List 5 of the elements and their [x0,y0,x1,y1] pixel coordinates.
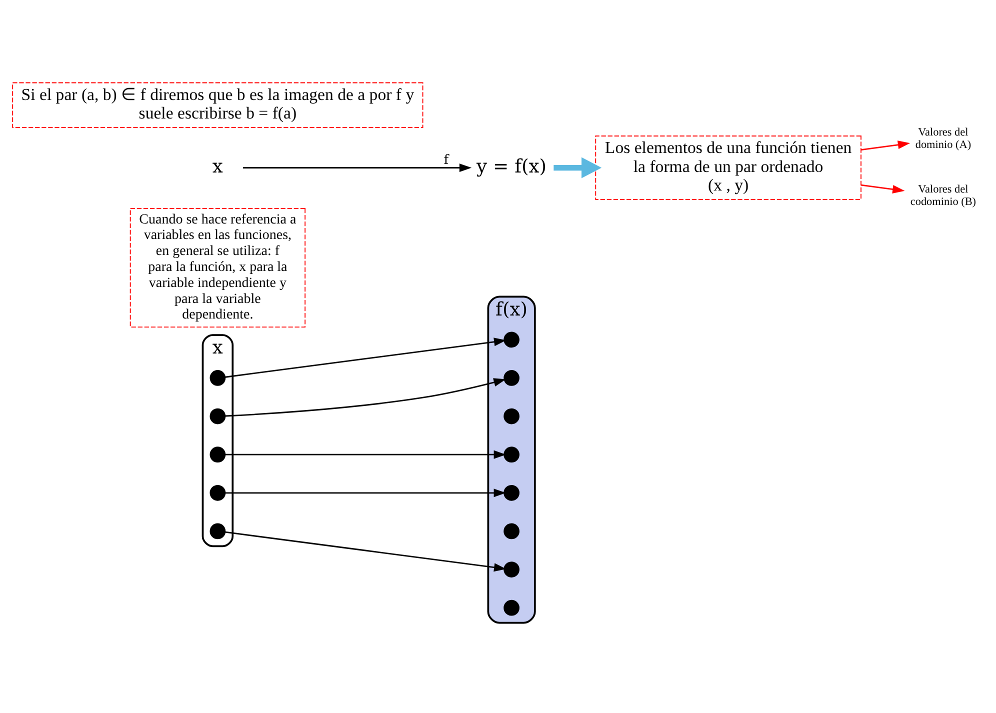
node-text: Valores del codominio (B) [910,184,976,208]
edge-label: f [444,153,449,168]
node-text: Valores del dominio (A) [915,126,972,151]
node-text: y = f(x) [476,156,547,178]
node-text: x [212,156,223,178]
